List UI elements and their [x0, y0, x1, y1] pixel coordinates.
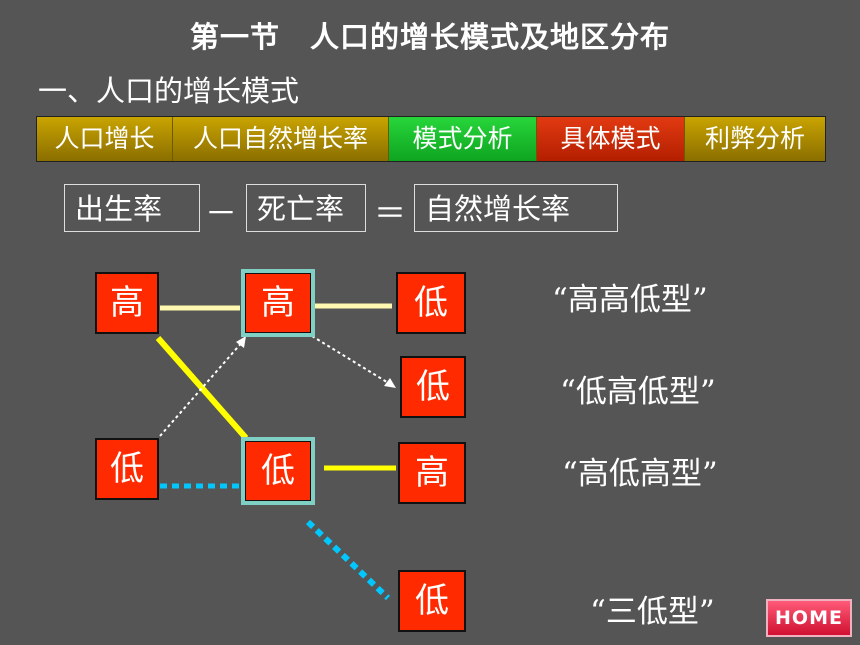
tab-population-growth[interactable]: 人口增长: [37, 117, 173, 161]
arrowhead-up: [236, 336, 246, 348]
type-label-2: “低高低型”: [560, 374, 716, 410]
growth-result-node-3: 高: [398, 442, 466, 504]
section-heading: 一、人口的增长模式: [38, 74, 300, 108]
growth-result-node-2: 低: [400, 356, 466, 418]
death-rate-high-node: 高: [241, 269, 315, 337]
tab-pros-cons[interactable]: 利弊分析: [685, 117, 825, 161]
birth-rate-high-node: 高: [95, 272, 159, 334]
death-rate-box: 死亡率: [246, 184, 366, 232]
tab-natural-growth-rate[interactable]: 人口自然增长率: [173, 117, 389, 161]
home-button[interactable]: HOME: [766, 599, 852, 637]
tab-specific-models[interactable]: 具体模式: [537, 117, 685, 161]
type-label-3: “高低高型”: [562, 456, 718, 492]
death-rate-low-node: 低: [241, 437, 315, 505]
equals-sign: ＝: [374, 194, 407, 232]
connector-high-low-dotted: [311, 335, 391, 385]
growth-result-node-1: 低: [396, 272, 466, 334]
minus-sign: －: [205, 194, 238, 232]
connector-high-low-cross: [155, 336, 249, 440]
growth-result-node-4: 低: [398, 570, 466, 632]
arrowhead-down: [384, 378, 396, 388]
type-label-1: “高高低型”: [552, 282, 708, 318]
tab-bar: 人口增长 人口自然增长率 模式分析 具体模式 利弊分析: [36, 116, 826, 162]
tab-model-analysis[interactable]: 模式分析: [389, 117, 537, 161]
connector-low-low-growth-dotted: [305, 519, 391, 601]
type-label-4: “三低型”: [590, 594, 715, 630]
page-title: 第一节 人口的增长模式及地区分布: [189, 20, 670, 54]
birth-rate-box: 出生率: [64, 184, 200, 232]
birth-rate-low-node: 低: [95, 438, 159, 500]
natural-growth-rate-box: 自然增长率: [414, 184, 618, 232]
